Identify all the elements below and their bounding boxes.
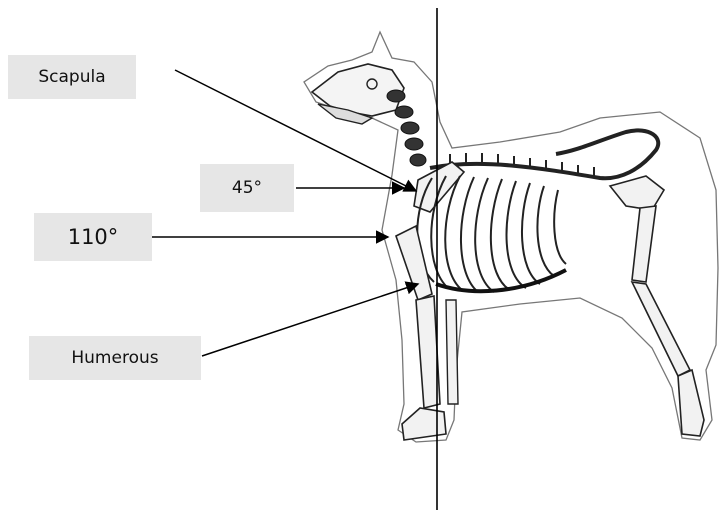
scapula-label: Scapula <box>8 55 136 99</box>
humerous-label: Humerous <box>29 336 201 380</box>
hind-paw <box>678 370 704 436</box>
front-paw <box>402 408 446 440</box>
angle-110-label: 110° <box>34 213 152 261</box>
pelvis <box>610 176 664 210</box>
femur-bone <box>632 206 656 282</box>
front-leg-far <box>446 300 458 404</box>
humerous-leader-line <box>202 284 418 356</box>
angle-45-label: 45° <box>200 164 294 212</box>
spine <box>430 130 658 178</box>
tibia-bone <box>632 282 690 376</box>
